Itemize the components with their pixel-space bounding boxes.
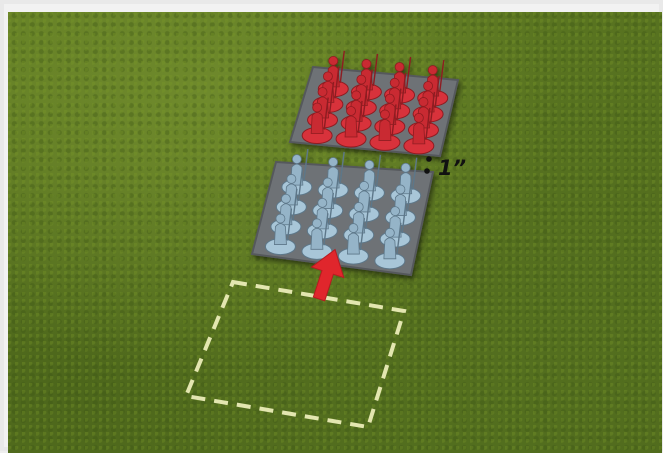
friendly-figure bbox=[374, 222, 406, 270]
grass-battlefield: 1” bbox=[8, 12, 662, 453]
enemy-figure bbox=[369, 104, 401, 151]
gap-marker: 1” bbox=[424, 156, 466, 180]
friendly-unit-tray bbox=[250, 149, 435, 277]
friendly-figures bbox=[264, 149, 422, 270]
gap-distance-label: 1” bbox=[438, 156, 466, 180]
enemy-figure bbox=[403, 107, 435, 155]
friendly-figure bbox=[337, 217, 369, 265]
enemy-figure bbox=[301, 97, 333, 145]
dashed-move-outline bbox=[183, 279, 407, 430]
battlefield-scene: 1” bbox=[183, 50, 466, 430]
friendly-figure bbox=[264, 208, 296, 256]
enemy-figures bbox=[301, 50, 449, 155]
enemy-unit-tray bbox=[288, 50, 460, 158]
red-arrow-up-icon bbox=[310, 248, 345, 302]
enemy-figure bbox=[335, 100, 367, 148]
friendly-figure bbox=[301, 213, 333, 260]
